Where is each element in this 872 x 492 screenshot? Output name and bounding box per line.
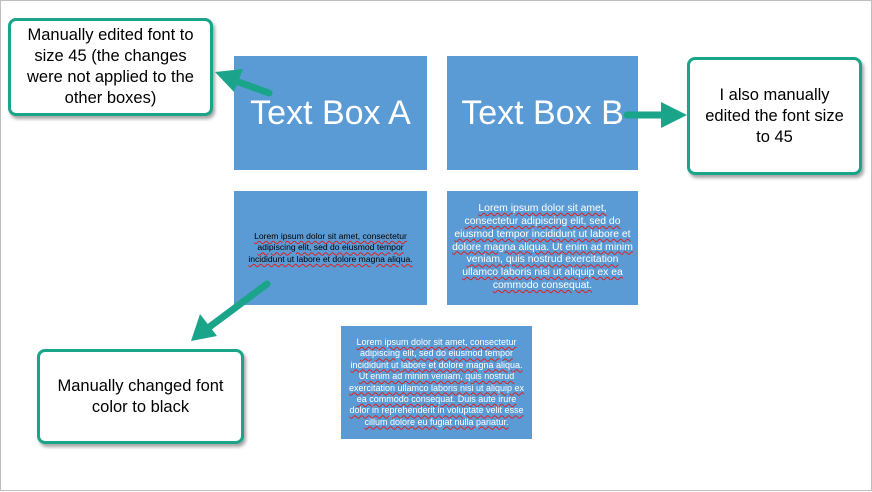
text-box-c-text: Lorem ipsum dolor sit amet, consectetur … xyxy=(248,230,413,264)
text-box-e-text: Lorem ipsum dolor sit amet, consectetur … xyxy=(348,336,525,427)
text-box-d-text: Lorem ipsum dolor sit amet, consectetur … xyxy=(452,203,633,291)
text-box-e[interactable]: Lorem ipsum dolor sit amet, consectetur … xyxy=(341,326,532,439)
text-box-a-label: Text Box A xyxy=(250,94,411,132)
callout-right[interactable]: I also manually edited the font size to … xyxy=(687,57,862,175)
arrow-to-right-callout xyxy=(623,102,687,128)
callout-bottom-left-text: Manually changed font color to black xyxy=(57,376,224,416)
text-box-d[interactable]: Lorem ipsum dolor sit amet, consectetur … xyxy=(447,191,638,305)
text-box-b-label: Text Box B xyxy=(461,94,624,132)
callout-bottom-left[interactable]: Manually changed font color to black xyxy=(37,349,244,444)
callout-top-left-text: Manually edited font to size 45 (the cha… xyxy=(27,26,194,107)
callout-right-text: I also manually edited the font size to … xyxy=(705,85,844,146)
text-box-a[interactable]: Text Box A xyxy=(234,56,427,170)
callout-top-left[interactable]: Manually edited font to size 45 (the cha… xyxy=(8,18,213,116)
arrow-to-bottom-left-callout xyxy=(191,280,271,341)
arrow-to-box-a xyxy=(215,69,273,97)
text-box-b[interactable]: Text Box B xyxy=(447,56,638,170)
